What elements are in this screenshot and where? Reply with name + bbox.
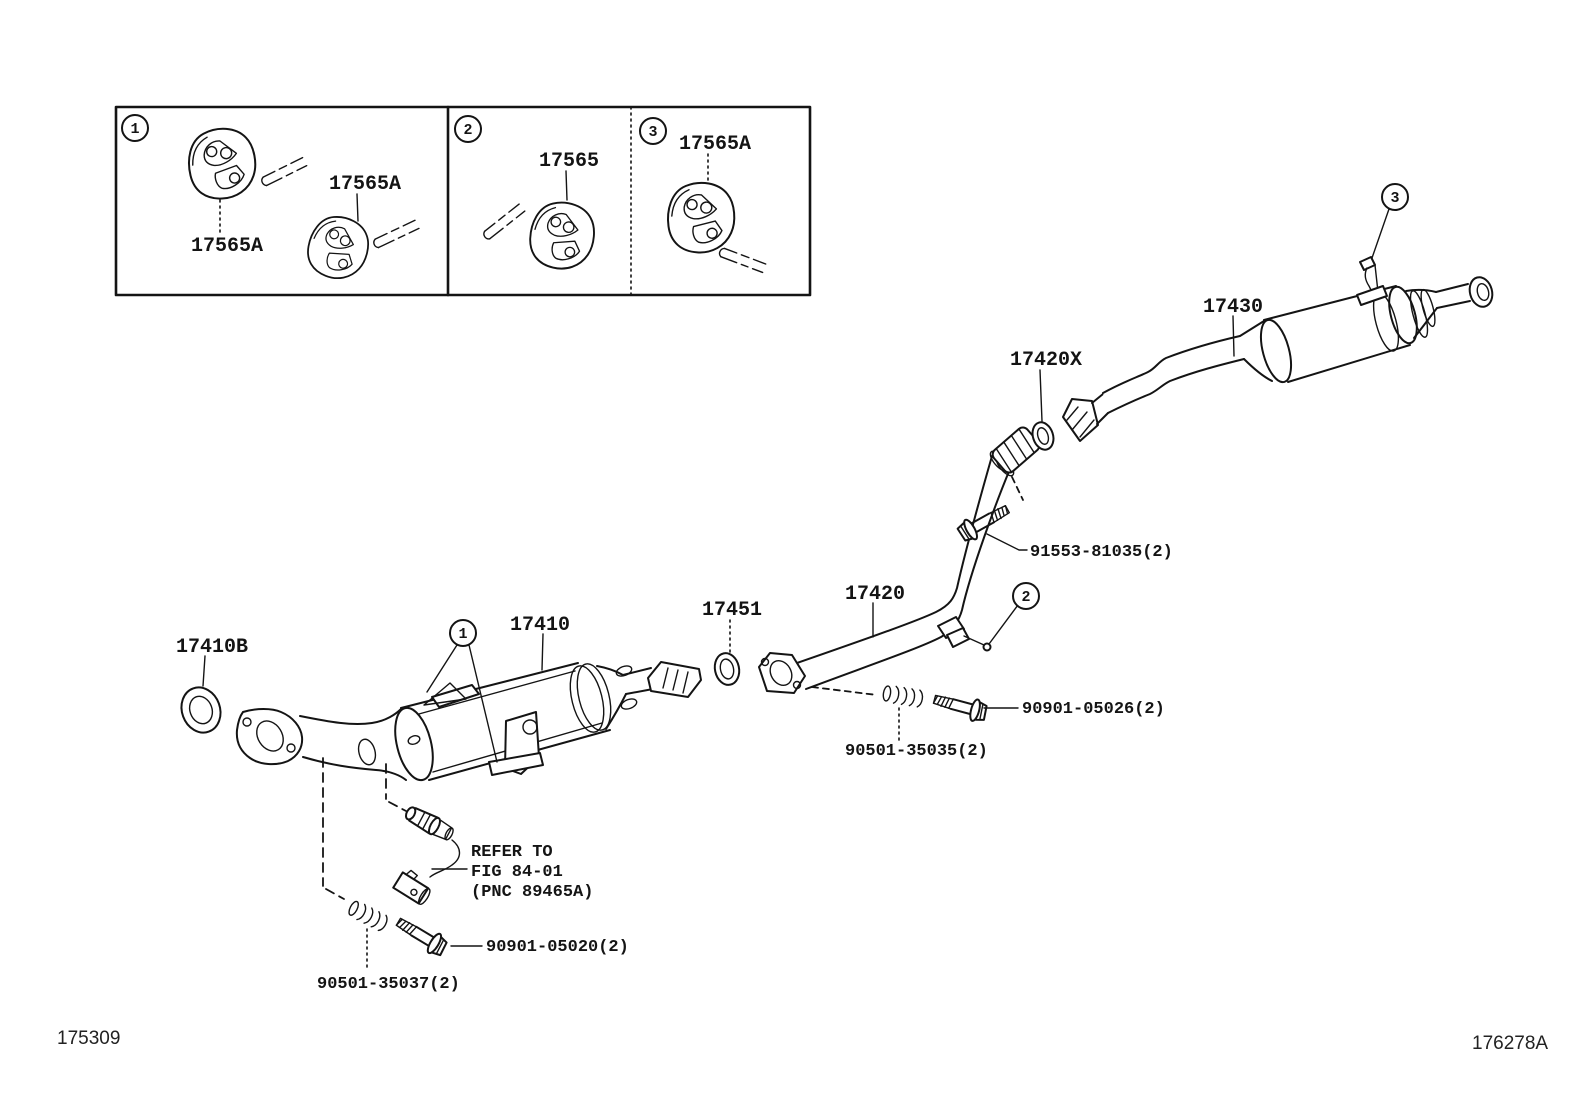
hanger-pin-icon (717, 239, 768, 281)
diagram-badge-1: 1 (449, 619, 477, 647)
legend-cell-2-badge: 2 (463, 122, 472, 139)
part-label-17451: 17451 (702, 599, 762, 622)
catalytic-converter-drawing (180, 661, 702, 782)
hanger-icon (526, 198, 598, 273)
part-label-17430: 17430 (1203, 296, 1263, 319)
badge-1-text: 1 (458, 626, 467, 643)
note-line-3: (PNC 89465A) (471, 883, 593, 902)
note-line-2: FIG 84-01 (471, 863, 563, 882)
badge-2-text: 2 (1021, 589, 1030, 606)
part-label-90501-35037: 90501-35037(2) (317, 975, 460, 994)
diagram-badge-3: 3 (1381, 183, 1409, 211)
spring-90501-35035-icon (881, 683, 925, 709)
oxygen-sensor-drawing (392, 806, 461, 905)
hanger-icon (182, 122, 262, 205)
gasket-17410B-drawing (180, 686, 222, 734)
part-label-90901-05026: 90901-05026(2) (1022, 700, 1165, 719)
hanger-icon (664, 179, 738, 256)
part-label-17410B: 17410B (176, 636, 248, 659)
reference-note: REFER TO FIG 84-01 (PNC 89465A) (471, 843, 593, 902)
hanger-pin-icon (370, 219, 422, 250)
part-label-17565A-2: 17565A (329, 173, 401, 196)
part-label-17410: 17410 (510, 614, 570, 637)
spring-90501-35037-icon (345, 898, 391, 933)
figure-code-right: 176278A (1472, 1033, 1548, 1054)
gasket-17451-drawing (713, 652, 741, 686)
part-label-91553-81035: 91553-81035(2) (1030, 543, 1173, 562)
diagram-badge-2: 2 (1012, 582, 1040, 610)
part-label-17565A-3: 17565A (679, 133, 751, 156)
bolt-90901-05020-icon (391, 911, 451, 960)
part-label-17565: 17565 (539, 150, 599, 173)
legend-box: 1 17565A 17565A 2 17565 3 17565A (114, 105, 812, 297)
hanger-icon (301, 210, 375, 286)
muffler-drawing (1062, 256, 1494, 442)
legend-cell-2: 2 17565 (454, 115, 599, 273)
legend-cell-3: 3 17565A (639, 117, 768, 281)
part-label-17565A-1: 17565A (191, 235, 263, 258)
gasket-17420X-drawing (1031, 421, 1055, 451)
hanger-pin-icon (257, 156, 310, 188)
hanger-pin-icon (478, 202, 530, 242)
leader-lines (202, 208, 1390, 763)
legend-cell-1-badge: 1 (130, 121, 139, 138)
part-label-90901-05020: 90901-05020(2) (486, 938, 629, 957)
part-label-90501-35035: 90501-35035(2) (845, 742, 988, 761)
bolt-90901-05026-icon (930, 687, 990, 725)
figure-code-left: 175309 (57, 1028, 120, 1049)
center-pipe-drawing (758, 426, 1041, 694)
legend-cell-3-badge: 3 (648, 124, 657, 141)
construction-lines-front (322, 757, 407, 900)
note-line-1: REFER TO (471, 843, 553, 862)
part-label-17420X: 17420X (1010, 349, 1082, 372)
badge-3-text: 3 (1390, 190, 1399, 207)
legend-cell-1: 1 17565A 17565A (121, 114, 422, 286)
part-label-17420: 17420 (845, 583, 905, 606)
